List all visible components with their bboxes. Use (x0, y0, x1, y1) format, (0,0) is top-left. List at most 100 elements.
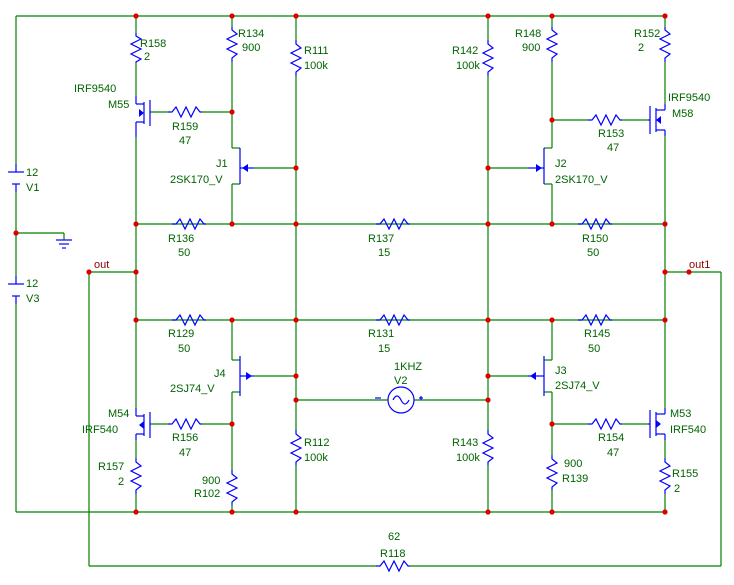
label-R153-name: R153 (598, 128, 624, 140)
label-R142-value: 100k (456, 60, 480, 72)
resistor-R142 (481, 40, 495, 76)
label-R111-value: 100k (304, 60, 328, 72)
label-R129-value: 50 (178, 343, 190, 355)
label-R137-name: R137 (368, 233, 394, 245)
label-R157-value: 2 (118, 476, 124, 488)
label-R131-value: 15 (378, 343, 390, 355)
label-R152-name: R152 (634, 28, 660, 40)
mosfet-M58 (648, 104, 666, 136)
label-J1-part: 2SK170_V (170, 174, 223, 186)
label-R158-name: R158 (140, 38, 166, 50)
label-R102-name: R102 (194, 488, 220, 500)
label-R112-value: 100k (304, 452, 328, 464)
mosfet-M53 (648, 408, 666, 440)
label-R148-value: 900 (522, 42, 540, 54)
label-J3-part: 2SJ74_V (555, 380, 600, 392)
label-J4-name: J4 (214, 368, 226, 380)
label-R118-name: R118 (380, 548, 405, 560)
label-R139-value: 900 (564, 458, 582, 470)
label-R111-name: R111 (304, 45, 329, 57)
jfet-J3 (528, 356, 545, 396)
label-R102-value: 900 (202, 475, 220, 487)
resistor-R148 (545, 27, 559, 62)
mosfet-M55 (135, 96, 151, 137)
resistor-R145 (578, 313, 612, 327)
label-R118-value: 62 (388, 531, 400, 543)
resistor-R152 (658, 27, 672, 62)
mosfet-M54 (135, 408, 151, 440)
label-R145-name: R145 (584, 328, 610, 340)
batteries (8, 164, 24, 304)
resistor-R129 (172, 313, 206, 327)
label-R145-value: 50 (588, 343, 600, 355)
label-R150-value: 50 (587, 247, 599, 259)
net-label-out: out (94, 259, 109, 271)
label-R136-value: 50 (178, 247, 190, 259)
labels: R158 2 R134 900 R111 100k R142 100k R148… (26, 28, 710, 560)
label-J1-name: J1 (216, 158, 228, 170)
resistors (129, 27, 672, 573)
resistor-R131 (376, 313, 410, 327)
resistor-R118 (376, 559, 410, 573)
label-J2-part: 2SK170_V (555, 174, 608, 186)
resistor-R112 (289, 430, 303, 465)
label-R150-name: R150 (582, 233, 608, 245)
ground-icon (56, 239, 72, 249)
label-M53-part: IRF540 (670, 424, 706, 436)
label-R129-name: R129 (168, 328, 194, 340)
label-R155-name: R155 (672, 468, 698, 480)
resistor-R159 (168, 105, 202, 119)
label-M58-part: IRF9540 (668, 92, 710, 104)
resistor-R143 (481, 430, 495, 465)
resistor-R154 (588, 417, 622, 431)
label-R142-name: R142 (452, 45, 478, 57)
resistor-R156 (168, 417, 202, 431)
label-M55-name: M55 (108, 99, 129, 111)
resistor-R111 (289, 40, 303, 76)
label-R155-value: 2 (674, 483, 680, 495)
label-M55-part: IRF9540 (74, 83, 116, 95)
label-J2-name: J2 (555, 158, 567, 170)
label-M54-name: M54 (108, 408, 129, 420)
resistor-R136 (172, 217, 206, 231)
battery-V3 (8, 276, 24, 304)
resistor-R157 (129, 458, 143, 494)
label-R137-value: 15 (378, 247, 390, 259)
battery-V1 (8, 164, 24, 192)
label-M58-name: M58 (672, 108, 693, 120)
resistor-R158 (129, 33, 143, 63)
resistor-R102 (225, 470, 239, 505)
label-R158-value: 2 (144, 51, 150, 63)
label-V1-value: 12 (26, 167, 38, 179)
label-M54-part: IRF540 (82, 424, 118, 436)
label-R159-value: 47 (179, 135, 191, 147)
label-R148-name: R148 (515, 28, 541, 40)
label-R134-name: R134 (238, 28, 264, 40)
jfet-J2 (528, 148, 545, 184)
resistor-R139 (545, 455, 559, 490)
net-label-out1: out1 (689, 259, 710, 271)
label-R134-value: 900 (242, 42, 260, 54)
resistor-R150 (578, 217, 612, 231)
label-R152-value: 2 (638, 42, 644, 54)
label-J4-part: 2SJ74_V (170, 383, 215, 395)
label-V3-name: V3 (26, 293, 39, 305)
label-V1-name: V1 (26, 182, 39, 194)
label-R159-name: R159 (172, 121, 198, 133)
label-R154-name: R154 (598, 432, 624, 444)
label-R156-value: 47 (179, 447, 191, 459)
label-R136-name: R136 (168, 233, 194, 245)
jfet-J1 (239, 148, 254, 184)
label-J3-name: J3 (555, 365, 567, 377)
label-R157-name: R157 (98, 461, 124, 473)
label-R156-name: R156 (172, 432, 198, 444)
label-R131-name: R131 (368, 328, 394, 340)
label-V3-value: 12 (26, 278, 38, 290)
label-R139-name: R139 (562, 473, 588, 485)
label-V2-value: 1KHZ (394, 361, 422, 373)
label-R143-value: 100k (456, 452, 480, 464)
label-R153-value: 47 (607, 142, 619, 154)
label-V2-name: V2 (394, 375, 407, 387)
